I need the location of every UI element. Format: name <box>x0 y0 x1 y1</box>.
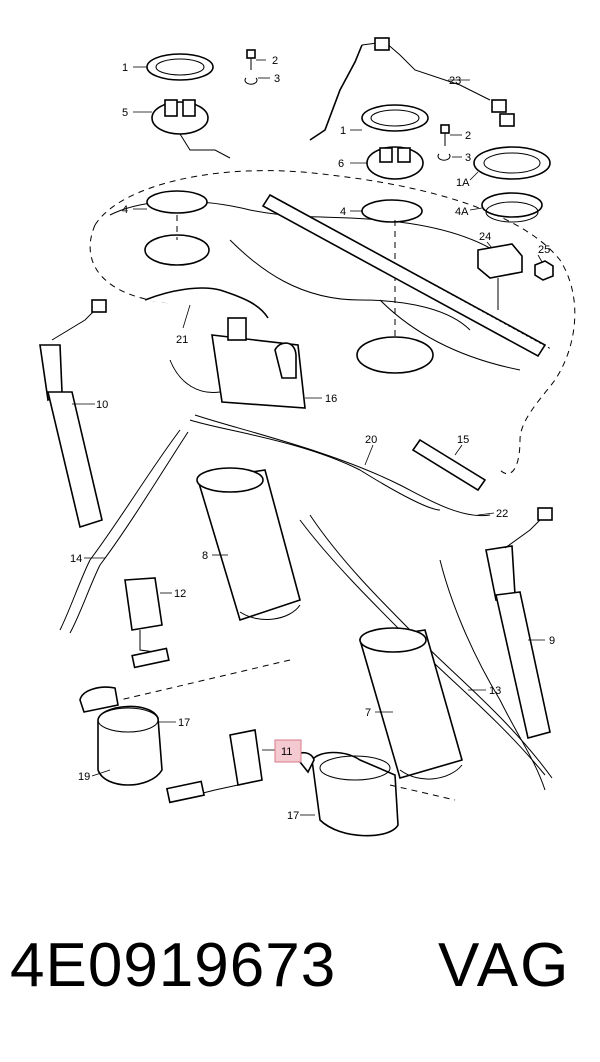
ring-4A <box>481 192 543 223</box>
callout-21: 21 <box>176 334 188 346</box>
guide-17-right <box>295 751 399 837</box>
callout-3-right: 3 <box>465 152 471 164</box>
brand-label: VAG <box>438 931 571 1000</box>
exploded-parts-diagram: 1 2 3 5 4 23 1 2 3 6 1A 4 4A 24 25 21 10… <box>39 37 576 837</box>
assembly-leaders <box>119 659 456 801</box>
callout-16: 16 <box>325 393 337 405</box>
callout-17-left: 17 <box>178 717 190 729</box>
sender-11 <box>165 729 263 804</box>
callout-labels: 1 2 3 5 4 23 1 2 3 6 1A 4 4A 24 25 21 10… <box>70 55 555 822</box>
sender-9 <box>485 507 553 739</box>
callout-6: 6 <box>338 158 344 170</box>
sender-10 <box>39 299 107 529</box>
flange-5 <box>151 99 231 159</box>
corrugated-tube <box>261 193 552 358</box>
callout-19: 19 <box>78 771 90 783</box>
callout-4-left: 4 <box>122 204 128 216</box>
guide-17-19-left <box>79 686 163 786</box>
callout-14: 14 <box>70 553 82 565</box>
callout-11: 11 <box>281 746 292 758</box>
callout-22: 22 <box>496 508 508 520</box>
callout-9: 9 <box>549 635 555 647</box>
callout-15: 15 <box>457 434 469 446</box>
locking-ring-1-left <box>146 53 214 81</box>
reservoir-16 <box>169 317 306 409</box>
sender-12 <box>124 577 170 669</box>
callout-2-right: 2 <box>465 130 471 142</box>
bolt-2-right <box>437 124 451 161</box>
callout-13: 13 <box>489 685 501 697</box>
callout-7: 7 <box>365 707 371 719</box>
part-number: 4E0919673 <box>10 931 337 1000</box>
callout-10: 10 <box>96 399 108 411</box>
callout-17-right: 17 <box>287 810 299 822</box>
control-unit-24 <box>477 243 523 310</box>
callout-1-right: 1 <box>340 125 346 137</box>
seal-4-left <box>144 190 210 266</box>
pump-7 <box>358 627 463 780</box>
bolt-2-left <box>244 49 258 85</box>
callout-12: 12 <box>174 588 186 600</box>
callout-4A: 4A <box>455 206 469 218</box>
nut-25 <box>534 260 554 281</box>
callout-8: 8 <box>202 550 208 562</box>
callout-2-left: 2 <box>272 55 278 67</box>
callout-leaders <box>72 59 545 816</box>
callout-24: 24 <box>479 231 491 243</box>
callout-1A: 1A <box>456 177 470 189</box>
callout-20: 20 <box>365 434 377 446</box>
pump-8 <box>196 467 301 622</box>
flange-6 <box>366 146 424 180</box>
hose-21 <box>144 287 269 319</box>
callout-4-right: 4 <box>340 206 346 218</box>
highlight-box-11 <box>274 739 302 763</box>
seal-4-right <box>361 199 423 223</box>
callout-25: 25 <box>538 244 550 256</box>
locking-ring-1-right <box>361 104 429 132</box>
tube-15 <box>411 438 487 492</box>
callout-3-left: 3 <box>274 73 280 85</box>
callout-1-left: 1 <box>122 62 128 74</box>
tank-openings <box>176 215 434 374</box>
pipe-23 <box>309 37 515 141</box>
callout-23: 23 <box>449 75 461 87</box>
footer: 4E0919673 VAG <box>0 930 600 1030</box>
callout-5: 5 <box>122 107 128 119</box>
ring-1A <box>473 146 551 180</box>
